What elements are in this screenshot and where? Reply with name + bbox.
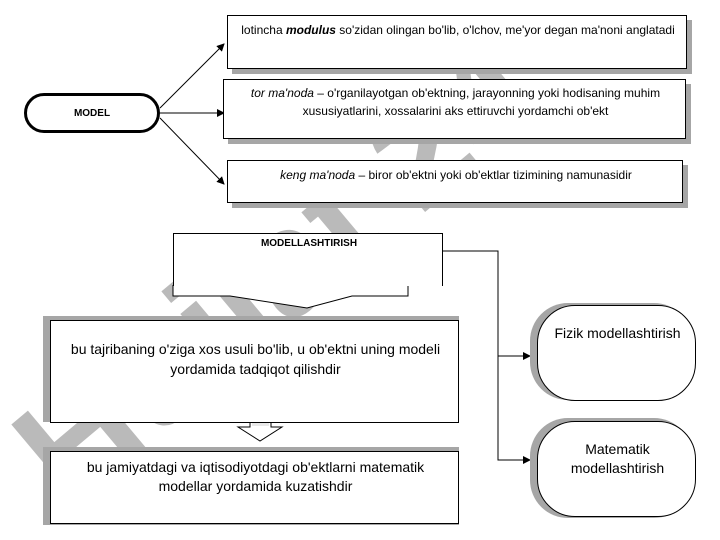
modellashtirish-node: MODELLASHTIRISH bbox=[173, 233, 443, 286]
model-node: MODEL bbox=[24, 93, 160, 133]
definition-2-text: tor ma'noda – o'rganilayotgan ob'ektning… bbox=[250, 86, 661, 118]
description-1-box: bu tajribaning o'ziga xos usuli bo'lib, … bbox=[50, 320, 459, 423]
definition-3-text: keng ma'noda – biror ob'ektni yoki ob'ek… bbox=[280, 168, 632, 182]
description-1-text: bu tajribaning o'ziga xos usuli bo'lib, … bbox=[70, 341, 441, 377]
description-2-box: bu jamiyatdagi va iqtisodiyotdagi ob'ekt… bbox=[50, 451, 459, 524]
type-1-node: Fizik modellashtirish bbox=[537, 305, 696, 401]
modellashtirish-label: MODELLASHTIRISH bbox=[260, 238, 358, 249]
type-1-label: Fizik modellashtirish bbox=[554, 325, 681, 341]
description-2-text: bu jamiyatdagi va iqtisodiyotdagi ob'ekt… bbox=[86, 459, 425, 494]
definition-2-box: tor ma'noda – o'rganilayotgan ob'ektning… bbox=[223, 79, 686, 139]
definition-3-box: keng ma'noda – biror ob'ektni yoki ob'ek… bbox=[227, 160, 683, 203]
model-label: MODEL bbox=[73, 107, 111, 119]
definition-3-emph: keng ma'noda bbox=[280, 168, 356, 182]
type-2-label: Matematik modellashtirish bbox=[570, 441, 665, 476]
definition-1-box: lotincha modulus so'zidan olingan bo'lib… bbox=[227, 15, 687, 69]
definition-1-text: lotincha modulus so'zidan olingan bo'lib… bbox=[241, 23, 675, 37]
definition-2-emph: tor ma'noda bbox=[250, 86, 314, 100]
type-2-node: Matematik modellashtirish bbox=[537, 421, 696, 517]
definition-1-emph: modulus bbox=[285, 23, 336, 37]
